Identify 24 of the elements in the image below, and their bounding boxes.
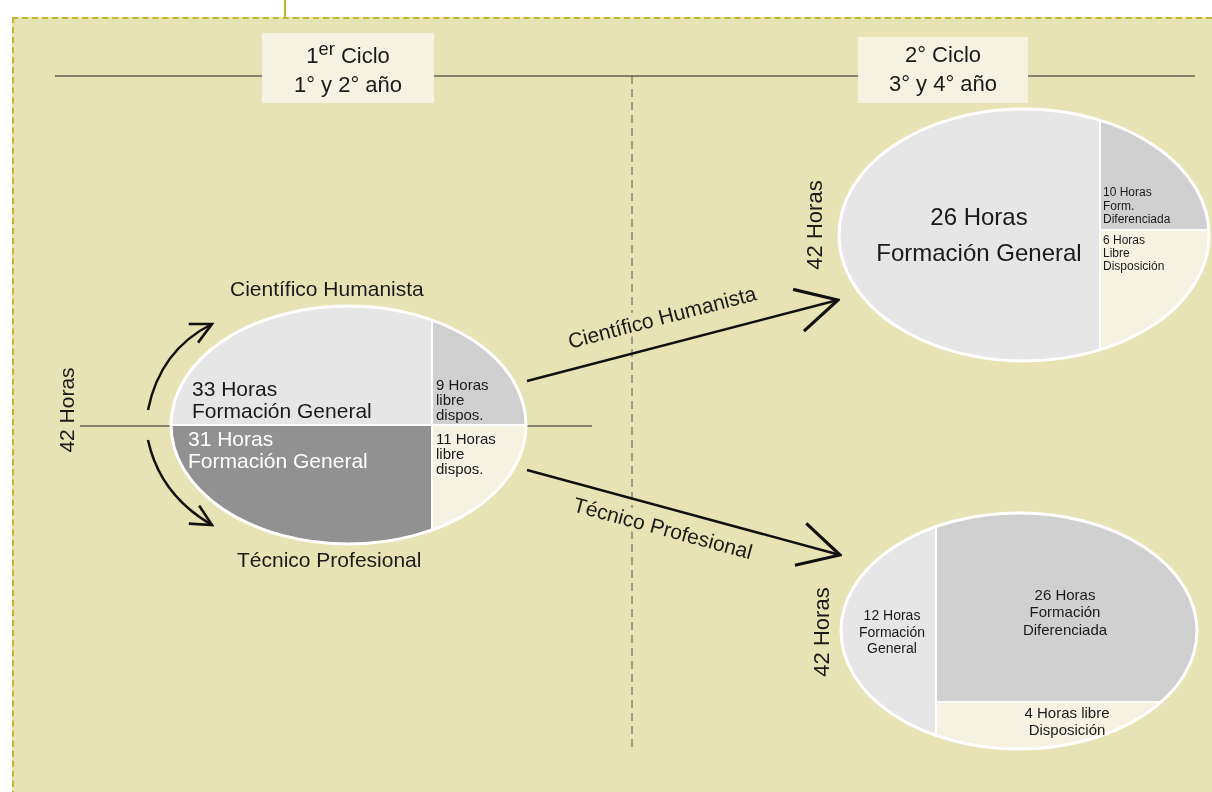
- hours-text: 4 Horas libre Disposición: [1023, 704, 1111, 739]
- hours-text: 33 Horas Formación General: [192, 377, 373, 422]
- hours-text: 6 Horas Libre Disposición: [1103, 234, 1166, 274]
- hours-text: 26 Horas Formación General: [875, 202, 1083, 268]
- hours-text: 10 Horas Form. Diferenciada: [1103, 186, 1172, 226]
- cycle-text: 1° y 2° año: [293, 70, 403, 99]
- hours-ellipse: [840, 512, 1198, 750]
- track-label: Científico Humanista: [230, 277, 424, 301]
- cycle-text: 1$^{er}$ Ciclo: [306, 36, 390, 71]
- cycle-text: 3° y 4° año: [888, 70, 998, 98]
- hours-total-label: 42 Horas: [809, 587, 835, 677]
- hours-text: 11 Horas libre dispos.: [436, 431, 497, 476]
- hours-ellipse: [838, 108, 1210, 362]
- hours-ellipse: [170, 305, 527, 545]
- cycle-text: 2° Ciclo: [904, 41, 981, 70]
- track-label: Técnico Profesional: [237, 548, 422, 572]
- hours-text: 12 Horas Formación General: [857, 606, 927, 658]
- cycle-header: [262, 33, 434, 103]
- cycle-header: [858, 37, 1028, 103]
- hours-text: 31 Horas Formación General: [188, 428, 369, 473]
- hours-total-label: 42 Horas: [55, 367, 79, 453]
- hours-text: 9 Horas libre dispos.: [436, 377, 490, 422]
- hours-text: 26 Horas Formación Diferenciada: [1021, 586, 1109, 638]
- hours-total-label: 42 Horas: [802, 180, 828, 270]
